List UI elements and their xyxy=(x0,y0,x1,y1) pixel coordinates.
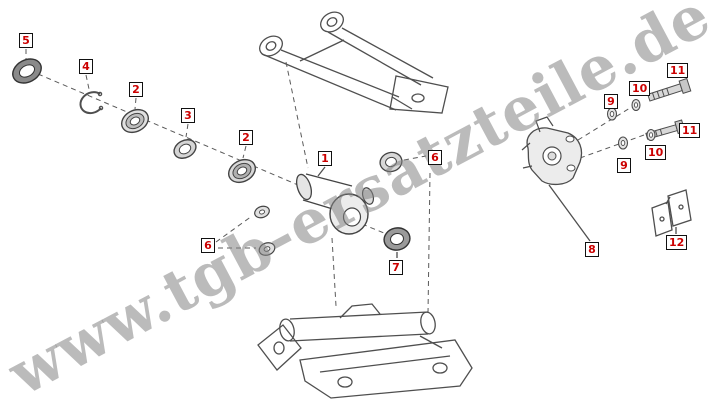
part-callout-1: 1 xyxy=(318,151,332,166)
part-callout-3: 3 xyxy=(181,108,195,123)
bearing-part-2b xyxy=(227,158,257,184)
seal-part-3 xyxy=(173,139,197,159)
part-callout-4: 4 xyxy=(79,59,93,74)
part-callout-8: 8 xyxy=(585,242,599,257)
leader-lines xyxy=(25,49,677,315)
bolt-part-11-top xyxy=(647,77,692,102)
brake-pads-part-12 xyxy=(651,189,692,237)
part-callout-2: 2 xyxy=(129,82,143,97)
bearing-part-2a xyxy=(120,108,150,134)
part-callout-6: 6 xyxy=(201,238,215,253)
washers-parts-9-10 xyxy=(606,98,656,150)
lower-bracket xyxy=(257,303,473,399)
part-callout-6: 6 xyxy=(428,150,442,165)
part-callout-11: 11 xyxy=(679,123,701,138)
part-callout-9: 9 xyxy=(617,158,631,173)
part-callout-5: 5 xyxy=(19,33,33,48)
part-callout-2: 2 xyxy=(239,130,253,145)
seal-part-5 xyxy=(12,58,42,84)
bushing-part-6-right xyxy=(379,151,403,173)
pivot-tube-part-1 xyxy=(295,173,375,235)
part-callout-10: 10 xyxy=(645,145,667,160)
circlip-part-4 xyxy=(79,91,104,115)
brake-caliper-part-8 xyxy=(521,116,583,186)
spacer-washers-part-6 xyxy=(254,205,276,256)
part-callout-11: 11 xyxy=(667,63,689,78)
part-callout-12: 12 xyxy=(666,235,688,250)
seal-part-7 xyxy=(383,227,411,251)
swing-arm xyxy=(259,11,449,114)
part-callout-9: 9 xyxy=(604,94,618,109)
part-callout-7: 7 xyxy=(389,260,403,275)
part-callout-10: 10 xyxy=(629,81,651,96)
